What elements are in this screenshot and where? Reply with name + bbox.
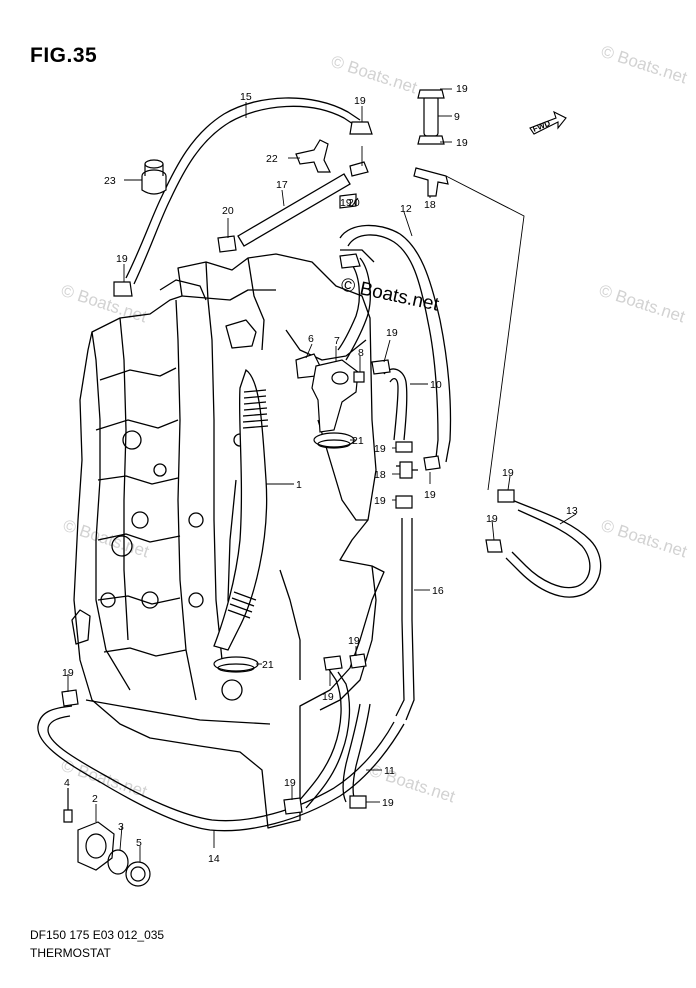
fittings bbox=[61, 89, 515, 887]
watermark: © Boats.net bbox=[59, 281, 150, 327]
o-ring-part-3 bbox=[107, 849, 129, 875]
clamp-icon bbox=[423, 455, 441, 471]
bolt-part-8 bbox=[353, 371, 365, 383]
callout-label: 23 bbox=[104, 175, 116, 187]
callout-label: 4 bbox=[64, 777, 70, 789]
watermark-layer: © Boats.net © Boats.net © Boats.net © Bo… bbox=[59, 42, 690, 807]
leader-lines bbox=[67, 88, 577, 862]
watermark: © Boats.net bbox=[599, 42, 690, 88]
callout-labels: 1 2 3 4 5 6 7 8 9 10 11 12 13 14 15 16 1… bbox=[62, 83, 578, 865]
hose-part-12 bbox=[339, 224, 452, 463]
fwd-label: FWD bbox=[531, 119, 551, 134]
callout-label: 19 bbox=[456, 137, 468, 149]
callout-label: 20 bbox=[222, 205, 234, 217]
thermostat-cover-part-7 bbox=[311, 359, 359, 433]
callout-label: 5 bbox=[136, 837, 142, 849]
watermark: © Boats.net bbox=[329, 52, 420, 98]
watermark: © Boats.net bbox=[59, 756, 150, 802]
watermark: © Boats.net bbox=[599, 516, 690, 562]
clamp-icon bbox=[339, 193, 357, 209]
callout-label: 19 bbox=[116, 253, 128, 265]
forward-direction-marker: FWD bbox=[529, 110, 567, 135]
callout-label: 21 bbox=[352, 435, 364, 447]
callout-label: 14 bbox=[208, 853, 220, 865]
hose-part-9 bbox=[423, 95, 439, 137]
callout-label: 19 bbox=[322, 691, 334, 703]
callout-label: 15 bbox=[240, 91, 252, 103]
watermark: © Boats.net bbox=[367, 761, 458, 807]
callout-label: 9 bbox=[454, 111, 460, 123]
callout-label: 19 bbox=[62, 667, 74, 679]
callout-label: 1 bbox=[296, 479, 302, 491]
clamp-icon bbox=[323, 655, 343, 671]
hose-part-17 bbox=[237, 173, 351, 247]
hose-part-14 bbox=[37, 705, 405, 832]
callout-label: 7 bbox=[334, 335, 340, 347]
hose-part-13 bbox=[505, 499, 602, 598]
clamp-icon bbox=[339, 253, 361, 269]
clamp-icon bbox=[497, 489, 515, 503]
callout-label: 19 bbox=[354, 95, 366, 107]
callout-label: 6 bbox=[308, 333, 314, 345]
clamp-icon bbox=[371, 359, 391, 375]
callout-label: 20 bbox=[348, 197, 360, 209]
bolt-part-4 bbox=[63, 809, 73, 823]
clip-part-22 bbox=[295, 139, 331, 173]
callout-label: 19 bbox=[340, 197, 352, 209]
clamp-icon bbox=[395, 441, 413, 453]
clamp-icon bbox=[349, 653, 367, 669]
callout-label: 19 bbox=[382, 797, 394, 809]
hose-part-16 bbox=[395, 518, 405, 717]
callout-label: 22 bbox=[266, 153, 278, 165]
clamp-icon bbox=[61, 689, 79, 707]
callout-label: 2 bbox=[92, 793, 98, 805]
seal-part-5 bbox=[125, 861, 151, 887]
hose-part-10 bbox=[383, 368, 408, 441]
callout-label: 19 bbox=[424, 489, 436, 501]
joint-18-lower bbox=[399, 461, 413, 479]
tee-joint-18 bbox=[413, 167, 449, 197]
figure-name: THERMOSTAT bbox=[30, 946, 111, 960]
clamp-icon bbox=[349, 161, 369, 177]
callout-label: 17 bbox=[276, 179, 288, 191]
engine-block bbox=[71, 249, 385, 829]
callout-label: 11 bbox=[384, 765, 395, 777]
callout-label: 21 bbox=[262, 659, 274, 671]
callout-label: 18 bbox=[424, 199, 436, 211]
callout-label: 18 bbox=[374, 469, 386, 481]
watermark: © Boats.net bbox=[597, 281, 688, 327]
callout-label: 19 bbox=[386, 327, 398, 339]
callout-label: 19 bbox=[486, 513, 498, 525]
callout-label: 19 bbox=[374, 443, 386, 455]
callout-label: 16 bbox=[432, 585, 444, 597]
callout-label: 10 bbox=[430, 379, 442, 391]
clamp-icon bbox=[485, 539, 503, 553]
callout-label: 3 bbox=[118, 821, 124, 833]
callout-label: 19 bbox=[348, 635, 360, 647]
callout-label: 8 bbox=[358, 347, 364, 359]
clamp-icon bbox=[113, 281, 133, 297]
clamp-icon bbox=[395, 495, 413, 509]
hose-network bbox=[37, 97, 602, 832]
clamp-icon bbox=[217, 235, 237, 253]
figure-title: FIG.35 bbox=[30, 44, 98, 67]
callout-label: 19 bbox=[456, 83, 468, 95]
clamp-icon bbox=[349, 795, 367, 809]
hose-part-1 bbox=[213, 368, 269, 651]
callout-label: 19 bbox=[284, 777, 296, 789]
callout-label: 19 bbox=[502, 467, 514, 479]
clamp-icon bbox=[283, 797, 303, 815]
figure-code: DF150 175 E03 012_035 bbox=[30, 928, 165, 942]
callout-label: 12 bbox=[400, 203, 412, 215]
hose-part-11 bbox=[352, 703, 371, 805]
callout-label: 13 bbox=[566, 505, 578, 517]
hose-part-15 bbox=[133, 105, 357, 285]
watermark-main: © Boats.net bbox=[339, 274, 441, 315]
clamp-icon bbox=[349, 121, 373, 135]
callout-label: 19 bbox=[374, 495, 386, 507]
